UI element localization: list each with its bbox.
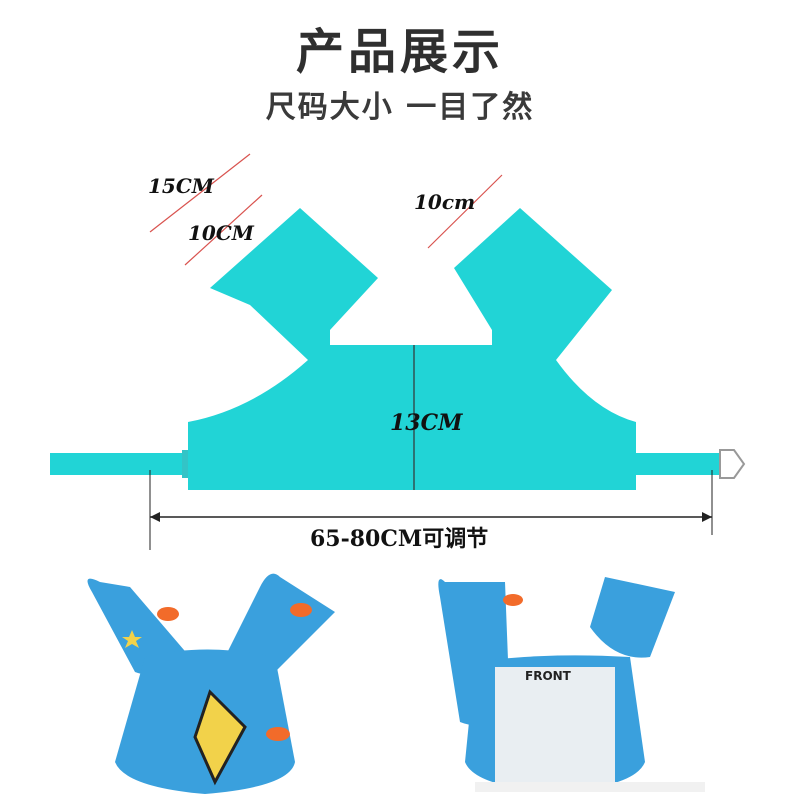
right-strap <box>636 453 722 475</box>
starfish-icon <box>122 630 142 648</box>
angelfish-icon <box>193 689 247 786</box>
front-left-sleeve <box>87 578 190 675</box>
arm-inner-label: 10CM <box>188 221 255 245</box>
page-subtitle: 尺码大小 一目了然 <box>265 90 535 125</box>
page-title: 产品展示 <box>295 24 504 80</box>
care-label <box>495 667 615 782</box>
clownfish-icon-2 <box>290 603 312 617</box>
arm-outer-label: 15CM <box>148 174 215 198</box>
left-strap-end <box>182 450 192 478</box>
arm-outer-dim <box>149 153 251 233</box>
vest-front-photo <box>87 573 335 794</box>
left-strap <box>50 453 190 475</box>
vest-outline <box>188 208 636 490</box>
back-clownfish-icon <box>503 594 523 606</box>
body-height-label: 13CM <box>390 410 463 436</box>
strap-width-label: 65-80CM可调节 <box>310 526 488 552</box>
buckle-icon <box>719 449 746 479</box>
back-right-sleeve <box>590 577 675 658</box>
clownfish-icon <box>157 607 179 621</box>
size-diagram: 15CM 10CM 10cm 13CM 65-80CM可调节 <box>50 153 746 552</box>
arm-right-dim <box>427 174 503 249</box>
back-strap <box>475 782 705 792</box>
clownfish-icon-3 <box>266 727 290 741</box>
arm-inner-dim <box>184 194 263 266</box>
arm-right-label: 10cm <box>414 190 475 214</box>
width-dim-left-arrow <box>150 512 160 522</box>
width-dim-right-arrow <box>702 512 712 522</box>
vest-back-photo: FRONT <box>438 577 705 792</box>
front-label-text: FRONT <box>525 669 572 683</box>
front-right-sleeve <box>220 573 335 676</box>
